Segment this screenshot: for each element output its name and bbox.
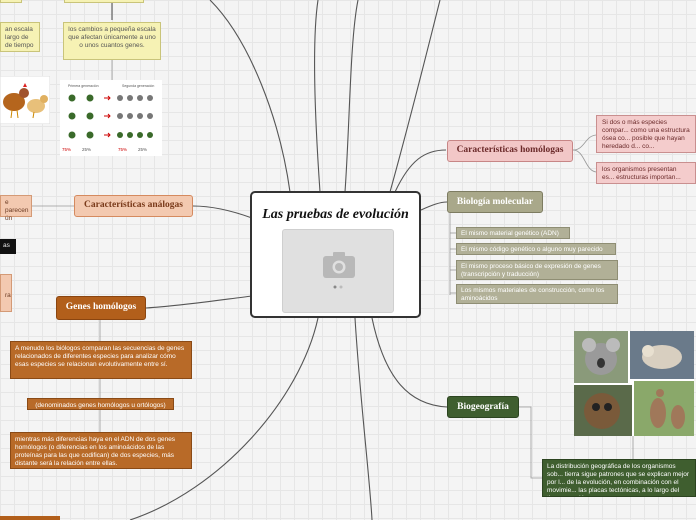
homologous-characteristics-node[interactable]: Características homólogas [447,140,573,162]
homologous-detail-2[interactable]: los organismos presentan es... estructur… [596,162,696,184]
top-yellow-stub-left [0,0,22,3]
analogous-left-text[interactable]: e parecen ún [0,195,32,217]
biogeography-text[interactable]: La distribución geográfica de los organi… [542,459,696,497]
homologous-genes-node[interactable]: Genes homólogos [56,296,146,320]
molecular-item-1[interactable]: El mismo material genético (ADN) [456,227,570,239]
black-label-box[interactable]: as [0,239,16,254]
molecular-item-3[interactable]: El mismo proceso básico de expresión de … [456,260,618,280]
genetics-crossing-figure: Primera generación Segunda generación 75… [60,80,162,156]
homologous-genes-detail-2[interactable]: (denominados genes homólogos u ortólogos… [27,398,174,410]
bottom-node-stub [0,516,60,520]
pct-b: 25% [82,147,91,152]
central-title: Las pruebas de evolución [252,207,419,223]
homologous-genes-detail-1[interactable]: A menudo los biólogos comparan las secue… [10,341,192,379]
central-topic[interactable]: Las pruebas de evolución [250,191,421,318]
homologous-genes-detail-3[interactable]: mientras más diferencias haya en el ADN … [10,432,192,469]
generation-2-label: Segunda generación [122,84,154,88]
analogous-characteristics-node[interactable]: Características análogas [74,195,193,217]
molecular-item-4[interactable]: Los mismos materiales de construcción, c… [456,284,618,304]
photo-placeholder[interactable] [282,229,394,313]
camera-icon [283,230,393,312]
scale-note-box[interactable]: an escala largo de de tiempo [0,22,40,52]
chickens-image [0,76,50,124]
molecular-biology-node[interactable]: Biología molecular [447,191,543,213]
top-yellow-stub [64,0,144,3]
pct-a: 75% [62,147,71,152]
pct-d: 25% [138,147,147,152]
peach-side-box[interactable]: ra [0,274,12,312]
generation-1-label: Primera generación [68,84,99,88]
pct-c: 75% [118,147,127,152]
homologous-detail-1[interactable]: Si dos o más especies compar... como una… [596,115,696,153]
biogeography-node[interactable]: Biogeografía [447,396,519,418]
small-scale-changes-box[interactable]: los cambios a pequeña escala que afectan… [63,22,161,60]
molecular-item-2[interactable]: El mismo código genético o alguno muy pa… [456,243,616,255]
animals-photo-collage [574,331,694,436]
